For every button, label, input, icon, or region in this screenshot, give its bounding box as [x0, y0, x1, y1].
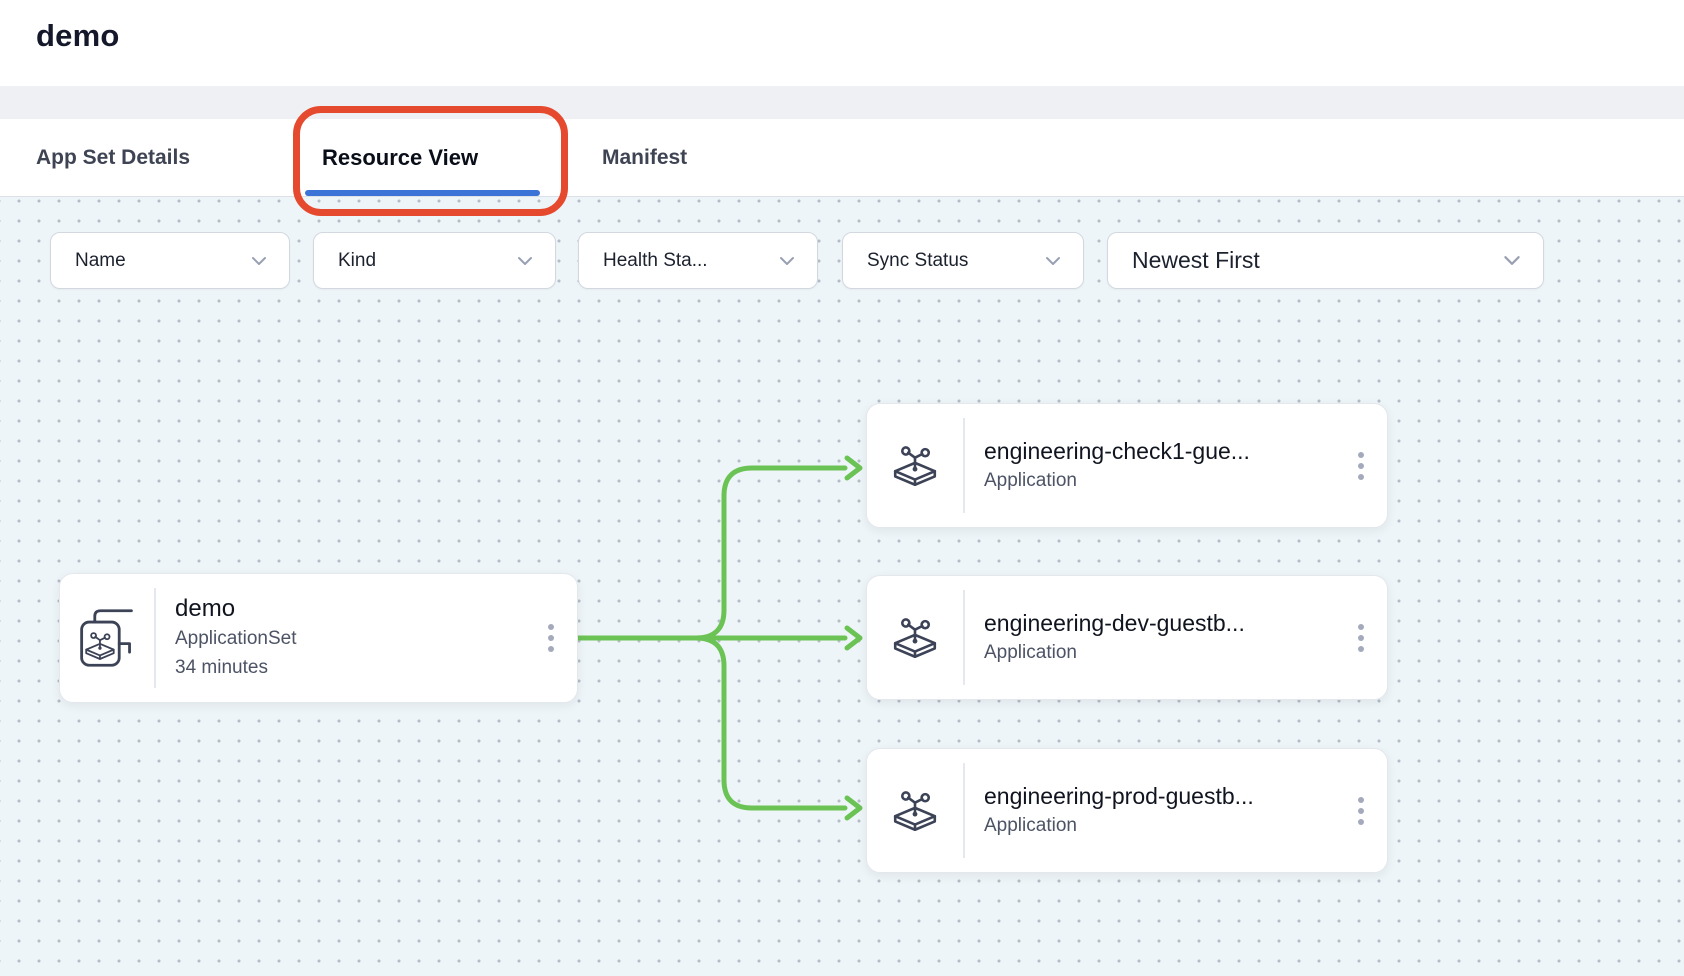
tab-resource-view[interactable]: Resource View — [322, 145, 479, 170]
kebab-menu-button[interactable] — [1335, 404, 1387, 527]
node-title: demo — [175, 595, 236, 623]
page-title: demo — [36, 18, 120, 53]
kebab-menu-icon — [1358, 623, 1364, 630]
kebab-menu-icon — [1358, 451, 1364, 458]
filter-health-status-dropdown[interactable]: Health Sta... — [578, 232, 818, 289]
header-band — [0, 86, 1684, 119]
active-tab-underline — [305, 190, 540, 196]
sort-order-dropdown[interactable]: Newest First — [1107, 232, 1544, 289]
node-kind: Application — [984, 814, 1077, 836]
chevron-down-icon — [780, 256, 794, 265]
chevron-down-icon — [1504, 256, 1520, 265]
filter-sync-status-dropdown[interactable]: Sync Status — [842, 232, 1084, 289]
filter-sync-status-label: Sync Status — [867, 249, 969, 271]
node-applicationset-demo[interactable]: demo ApplicationSet 34 minutes — [59, 573, 578, 703]
node-application-dev[interactable]: engineering-dev-guestb... Application — [866, 575, 1388, 700]
chevron-down-icon — [518, 256, 532, 265]
node-divider — [963, 418, 965, 513]
page-header: demo — [0, 0, 1684, 86]
tab-bar: App Set Details Resource View Manifest — [0, 119, 1684, 197]
kebab-menu-button[interactable] — [1335, 576, 1387, 699]
tab-manifest[interactable]: Manifest — [602, 146, 688, 169]
filter-kind-label: Kind — [338, 249, 377, 271]
node-kind: Application — [984, 469, 1077, 491]
kebab-menu-icon — [548, 624, 554, 630]
chevron-down-icon — [1046, 256, 1060, 265]
node-kind: Application — [984, 641, 1077, 663]
application-icon — [867, 576, 963, 699]
node-application-check1[interactable]: engineering-check1-gue... Application — [866, 403, 1388, 528]
chevron-down-icon — [252, 256, 266, 265]
node-title: engineering-prod-guestb... — [984, 782, 1254, 809]
application-icon — [867, 404, 963, 527]
node-divider — [963, 763, 965, 858]
node-title: engineering-dev-guestb... — [984, 609, 1245, 636]
filter-kind-dropdown[interactable]: Kind — [313, 232, 556, 289]
tab-app-set-details[interactable]: App Set Details — [36, 146, 191, 169]
applicationset-icon — [60, 574, 154, 702]
kebab-menu-button[interactable] — [525, 574, 577, 702]
kebab-menu-button[interactable] — [1335, 749, 1387, 872]
filter-name-label: Name — [75, 249, 126, 271]
sort-order-label: Newest First — [1132, 247, 1260, 273]
kebab-menu-icon — [1358, 796, 1364, 803]
resource-graph-canvas[interactable] — [0, 197, 1684, 976]
node-age: 34 minutes — [175, 657, 268, 678]
node-application-prod[interactable]: engineering-prod-guestb... Application — [866, 748, 1388, 873]
node-kind: ApplicationSet — [175, 628, 297, 650]
application-icon — [867, 749, 963, 872]
filter-name-dropdown[interactable]: Name — [50, 232, 290, 289]
filter-health-status-label: Health Sta... — [603, 249, 708, 271]
node-divider — [963, 590, 965, 685]
node-divider — [154, 588, 156, 688]
node-title: engineering-check1-gue... — [984, 437, 1250, 464]
